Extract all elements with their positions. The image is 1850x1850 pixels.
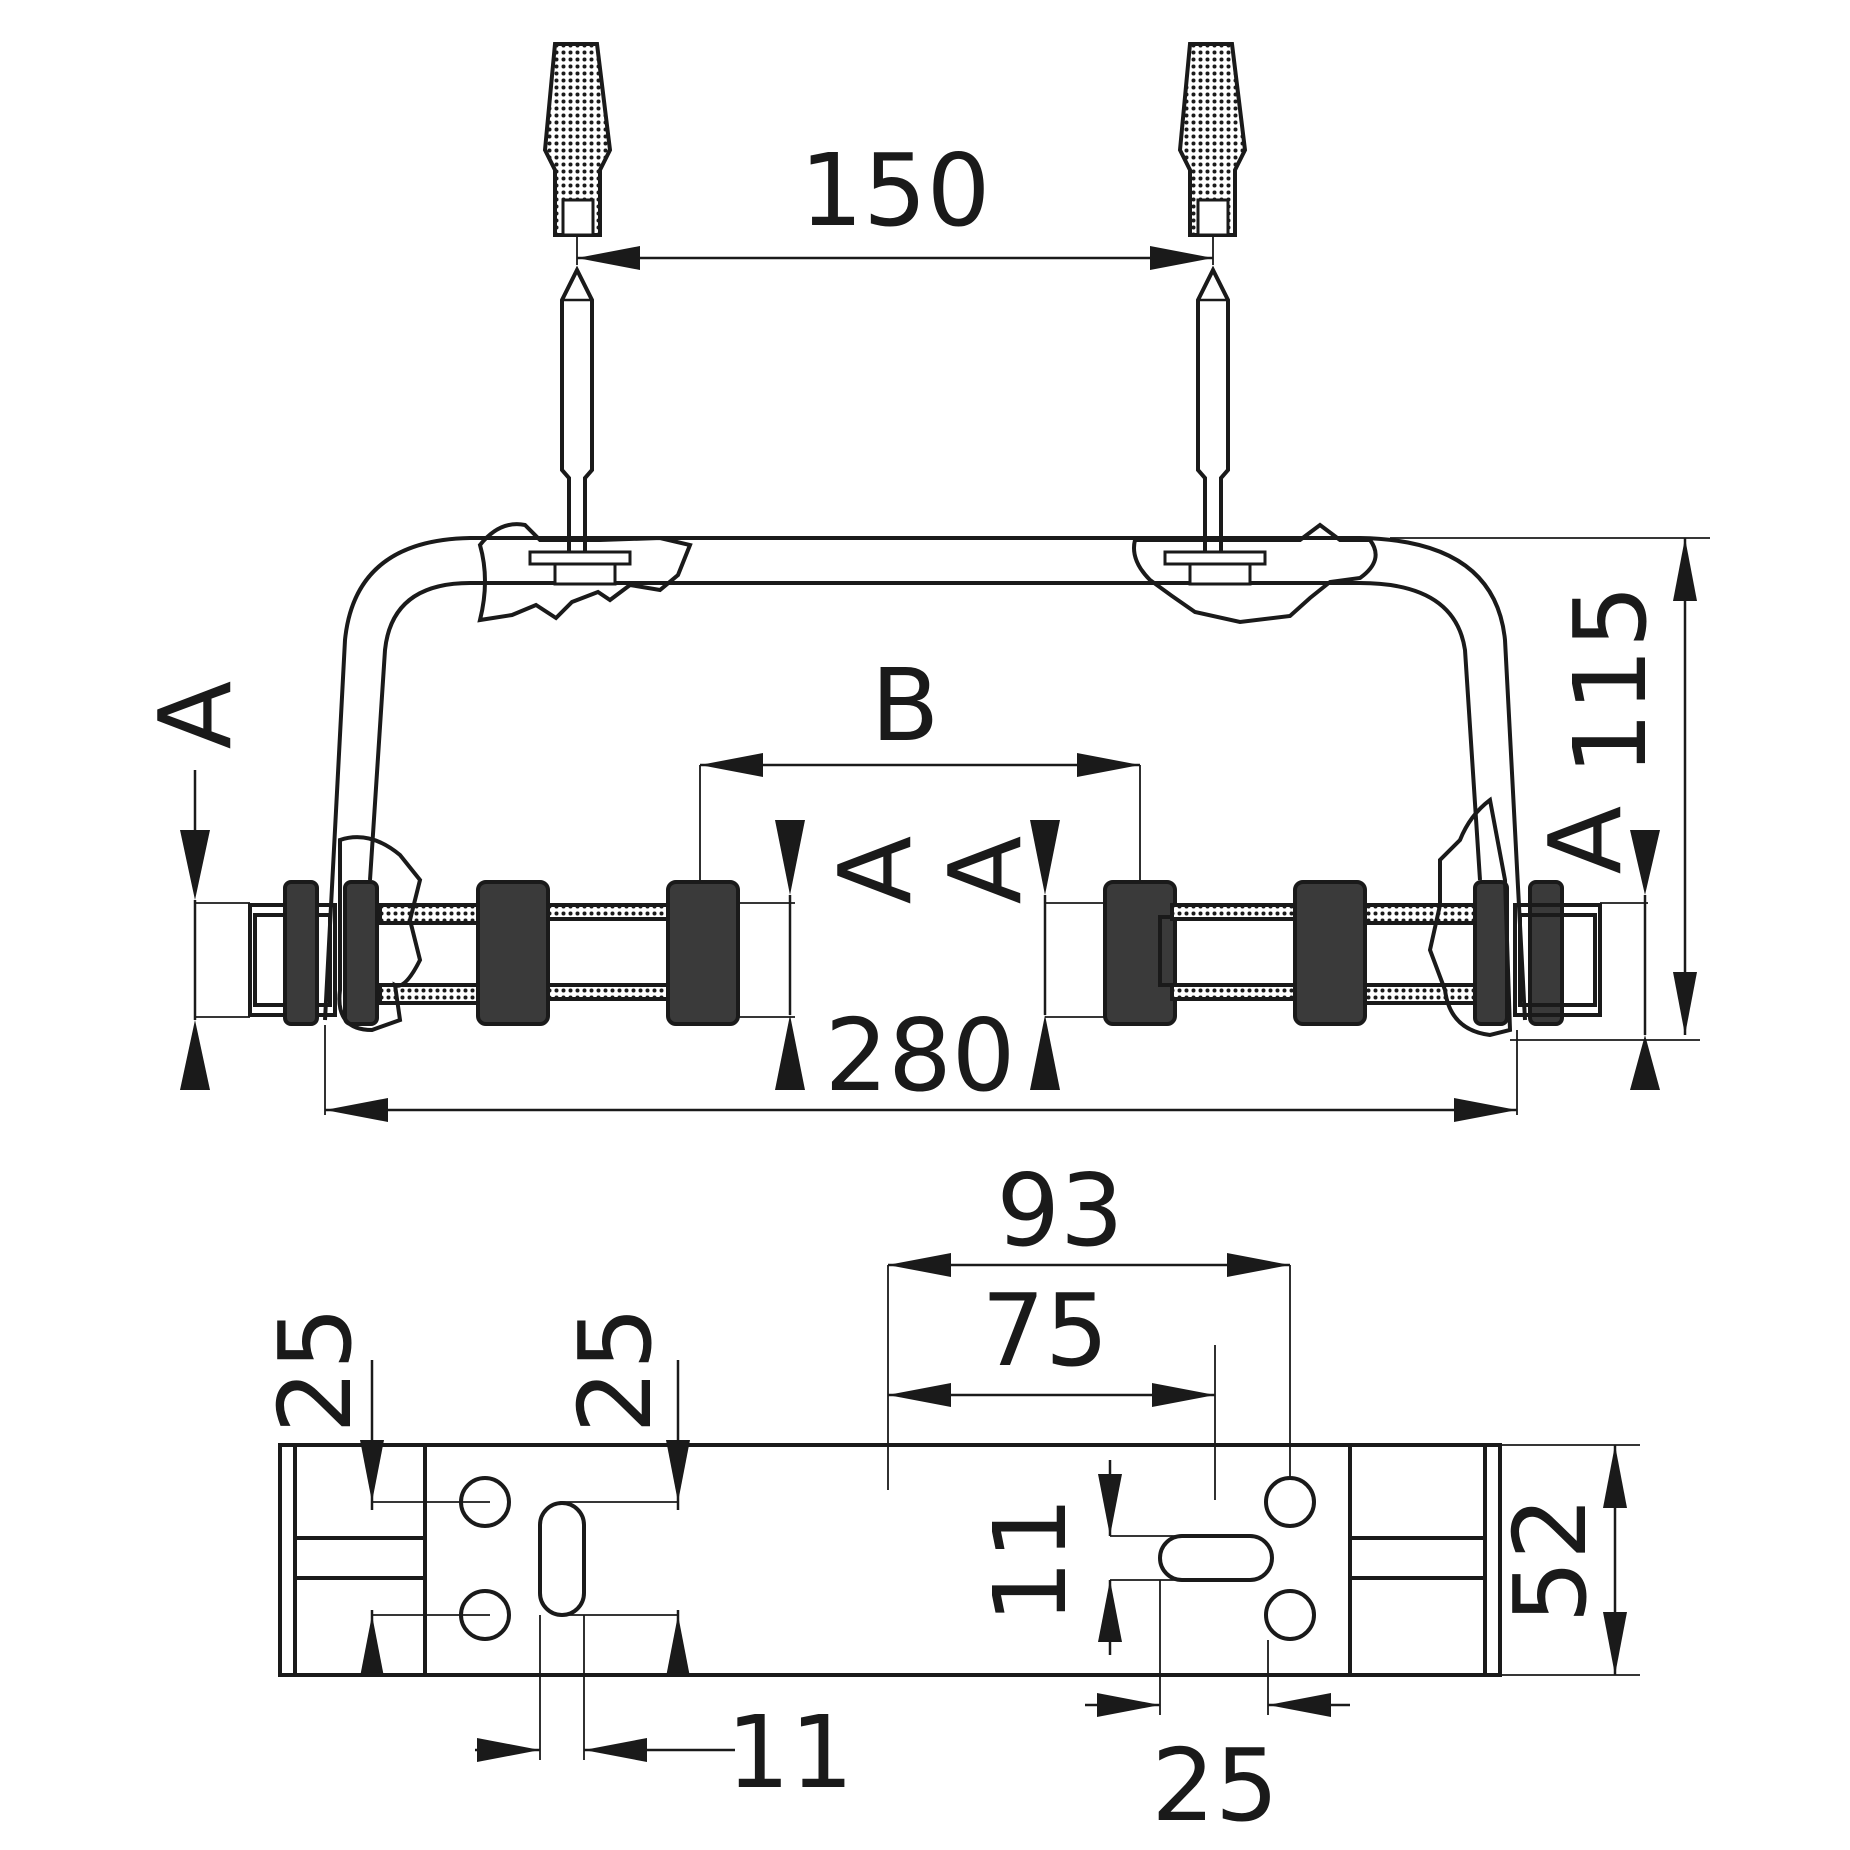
dimension-slot-width-bottom: 11 — [475, 1615, 854, 1811]
dimension-label-25-a: 25 — [257, 1306, 374, 1433]
dimension-top-outer: 93 — [887, 1152, 1291, 1490]
dimension-label-b: B — [871, 647, 940, 764]
section-marker-left: A — [137, 681, 254, 1090]
section-label-a-1: A — [137, 681, 254, 749]
dimension-slot-width-right: 11 — [972, 1460, 1200, 1655]
wall-anchor-right — [1177, 42, 1248, 265]
dimension-label-25-b: 25 — [557, 1306, 674, 1433]
dimension-left-offset-2: 25 — [557, 1306, 690, 1677]
mounting-plate — [278, 1443, 1502, 1677]
dimension-anchor-spacing: 150 — [577, 132, 1213, 270]
section-label-a-2: A — [817, 836, 934, 904]
dimension-label-11-a: 11 — [972, 1496, 1089, 1623]
screw-right — [1196, 265, 1230, 562]
dimension-hole-spacing: 25 — [1085, 1580, 1350, 1844]
hole-right-top — [1264, 1476, 1316, 1528]
dimension-label-25-c: 25 — [1151, 1727, 1278, 1844]
section-label-a-3: A — [927, 836, 1044, 904]
section-label-a-4: A — [1527, 806, 1644, 874]
slot-left — [538, 1501, 586, 1617]
slot-right — [1158, 1534, 1274, 1582]
hole-right-bottom — [1264, 1589, 1316, 1641]
pipe-assembly-right — [1103, 796, 1602, 1038]
dimension-label-280: 280 — [825, 997, 1016, 1114]
dimension-overall-width: 280 — [324, 997, 1518, 1122]
dimension-center-spacing: B — [699, 647, 1141, 880]
wall-anchor-left — [542, 42, 613, 265]
dimension-label-75: 75 — [981, 1272, 1108, 1389]
dimension-label-11-b: 11 — [726, 1694, 853, 1811]
dimension-label-93: 93 — [996, 1152, 1123, 1269]
dimension-label-52: 52 — [1492, 1496, 1609, 1623]
bracket-frame — [323, 522, 1527, 1021]
dimension-top-inner: 75 — [888, 1272, 1216, 1500]
dimension-left-offset-1: 25 — [257, 1306, 490, 1677]
wall-breakout-right — [1132, 522, 1378, 625]
screw-left — [560, 265, 594, 562]
section-marker-right: A — [1527, 806, 1660, 1090]
dimension-label-115: 115 — [1552, 585, 1669, 776]
section-marker-center-left: A — [775, 820, 934, 1090]
pipe-assembly-left — [248, 835, 740, 1033]
dimension-height: 115 — [1390, 537, 1710, 1035]
section-marker-center-right: A — [927, 820, 1060, 1090]
wall-breakout-left — [477, 522, 693, 623]
dimension-label-150: 150 — [800, 132, 991, 249]
dimension-plate-height: 52 — [1492, 1444, 1640, 1676]
